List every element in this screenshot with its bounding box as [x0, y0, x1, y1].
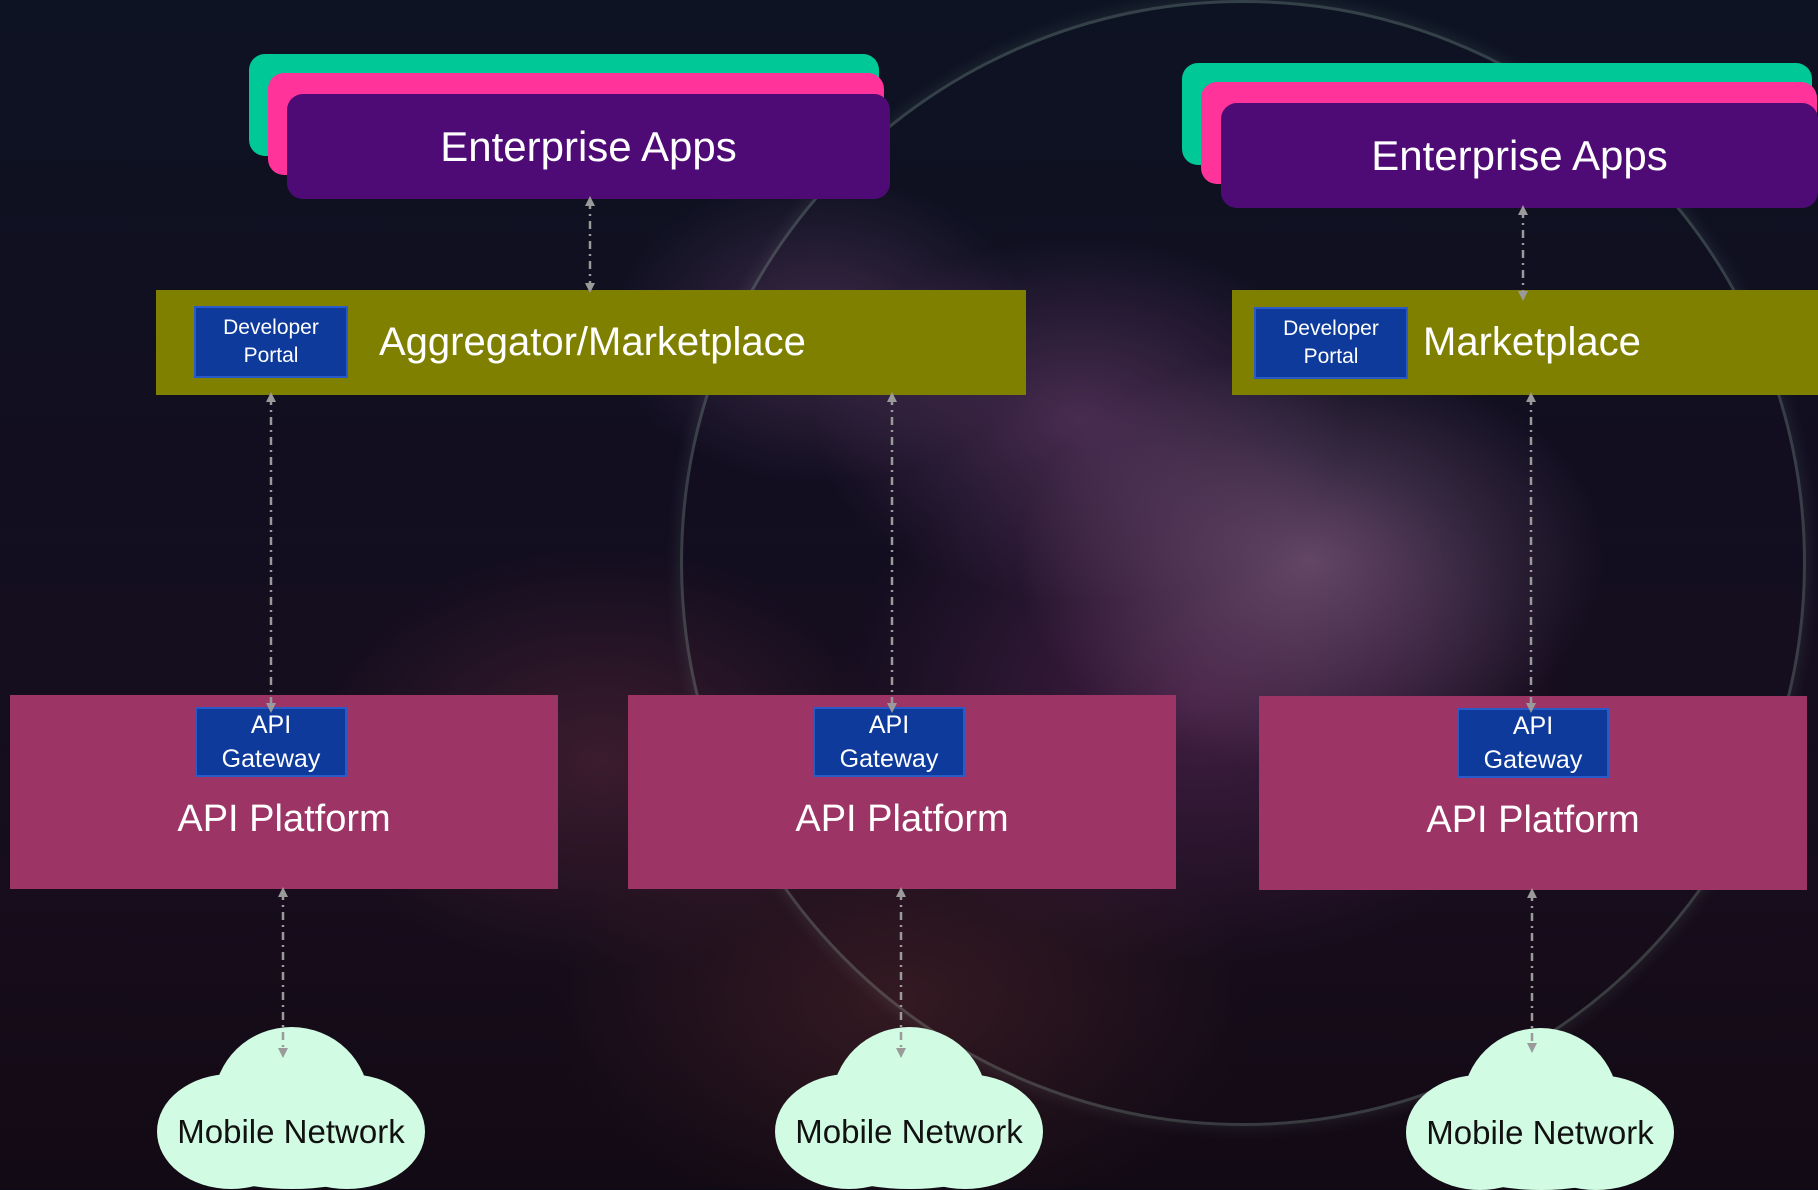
developer-portal-line-1: Developer	[223, 316, 319, 339]
developer-portal-line-2: Portal	[243, 344, 299, 367]
api-platform-box: API Gateway API Platform	[1259, 696, 1807, 890]
aggregator-marketplace-bar: Developer Portal Aggregator/Marketplace	[156, 290, 1026, 395]
halo-ring	[680, 0, 1806, 1126]
mobile-network-label: Mobile Network	[1426, 1114, 1654, 1151]
api-platform-box: API Gateway API Platform	[10, 695, 558, 889]
api-platform-label: API Platform	[1426, 799, 1640, 841]
api-gateway-line-2: Gateway	[839, 745, 939, 773]
developer-portal-line-1: Developer	[1283, 317, 1379, 340]
mobile-network-cloud: Mobile Network	[775, 1027, 1043, 1189]
api-gateway-line-1: API	[250, 711, 292, 739]
api-platform-box: API Gateway API Platform	[628, 695, 1176, 889]
api-gateway-box: API Gateway	[1457, 708, 1609, 778]
api-gateway-line-2: Gateway	[1483, 746, 1583, 774]
api-gateway-line-1: API	[1512, 712, 1554, 740]
mobile-network-cloud: Mobile Network	[157, 1027, 425, 1189]
marketplace-bar: Developer Portal Marketplace	[1232, 290, 1818, 395]
enterprise-apps-box: Enterprise Apps	[287, 94, 890, 199]
mobile-network-label: Mobile Network	[795, 1113, 1023, 1150]
api-gateway-line-1: API	[868, 711, 910, 739]
api-gateway-box: API Gateway	[195, 707, 347, 777]
enterprise-apps-label: Enterprise Apps	[1371, 131, 1668, 179]
mobile-network-label: Mobile Network	[177, 1113, 405, 1150]
api-gateway-line-2: Gateway	[221, 745, 321, 773]
mobile-network-cloud: Mobile Network	[1406, 1028, 1674, 1190]
api-platform-label: API Platform	[795, 798, 1009, 840]
api-gateway-box: API Gateway	[813, 707, 965, 777]
developer-portal-box: Developer Portal	[194, 306, 348, 378]
enterprise-apps-label: Enterprise Apps	[440, 122, 737, 170]
enterprise-apps-box: Enterprise Apps	[1221, 103, 1818, 208]
marketplace-label: Marketplace	[1423, 320, 1641, 364]
aggregator-marketplace-label: Aggregator/Marketplace	[379, 320, 806, 364]
developer-portal-line-2: Portal	[1303, 345, 1359, 368]
api-platform-label: API Platform	[177, 798, 391, 840]
developer-portal-box: Developer Portal	[1254, 307, 1408, 379]
